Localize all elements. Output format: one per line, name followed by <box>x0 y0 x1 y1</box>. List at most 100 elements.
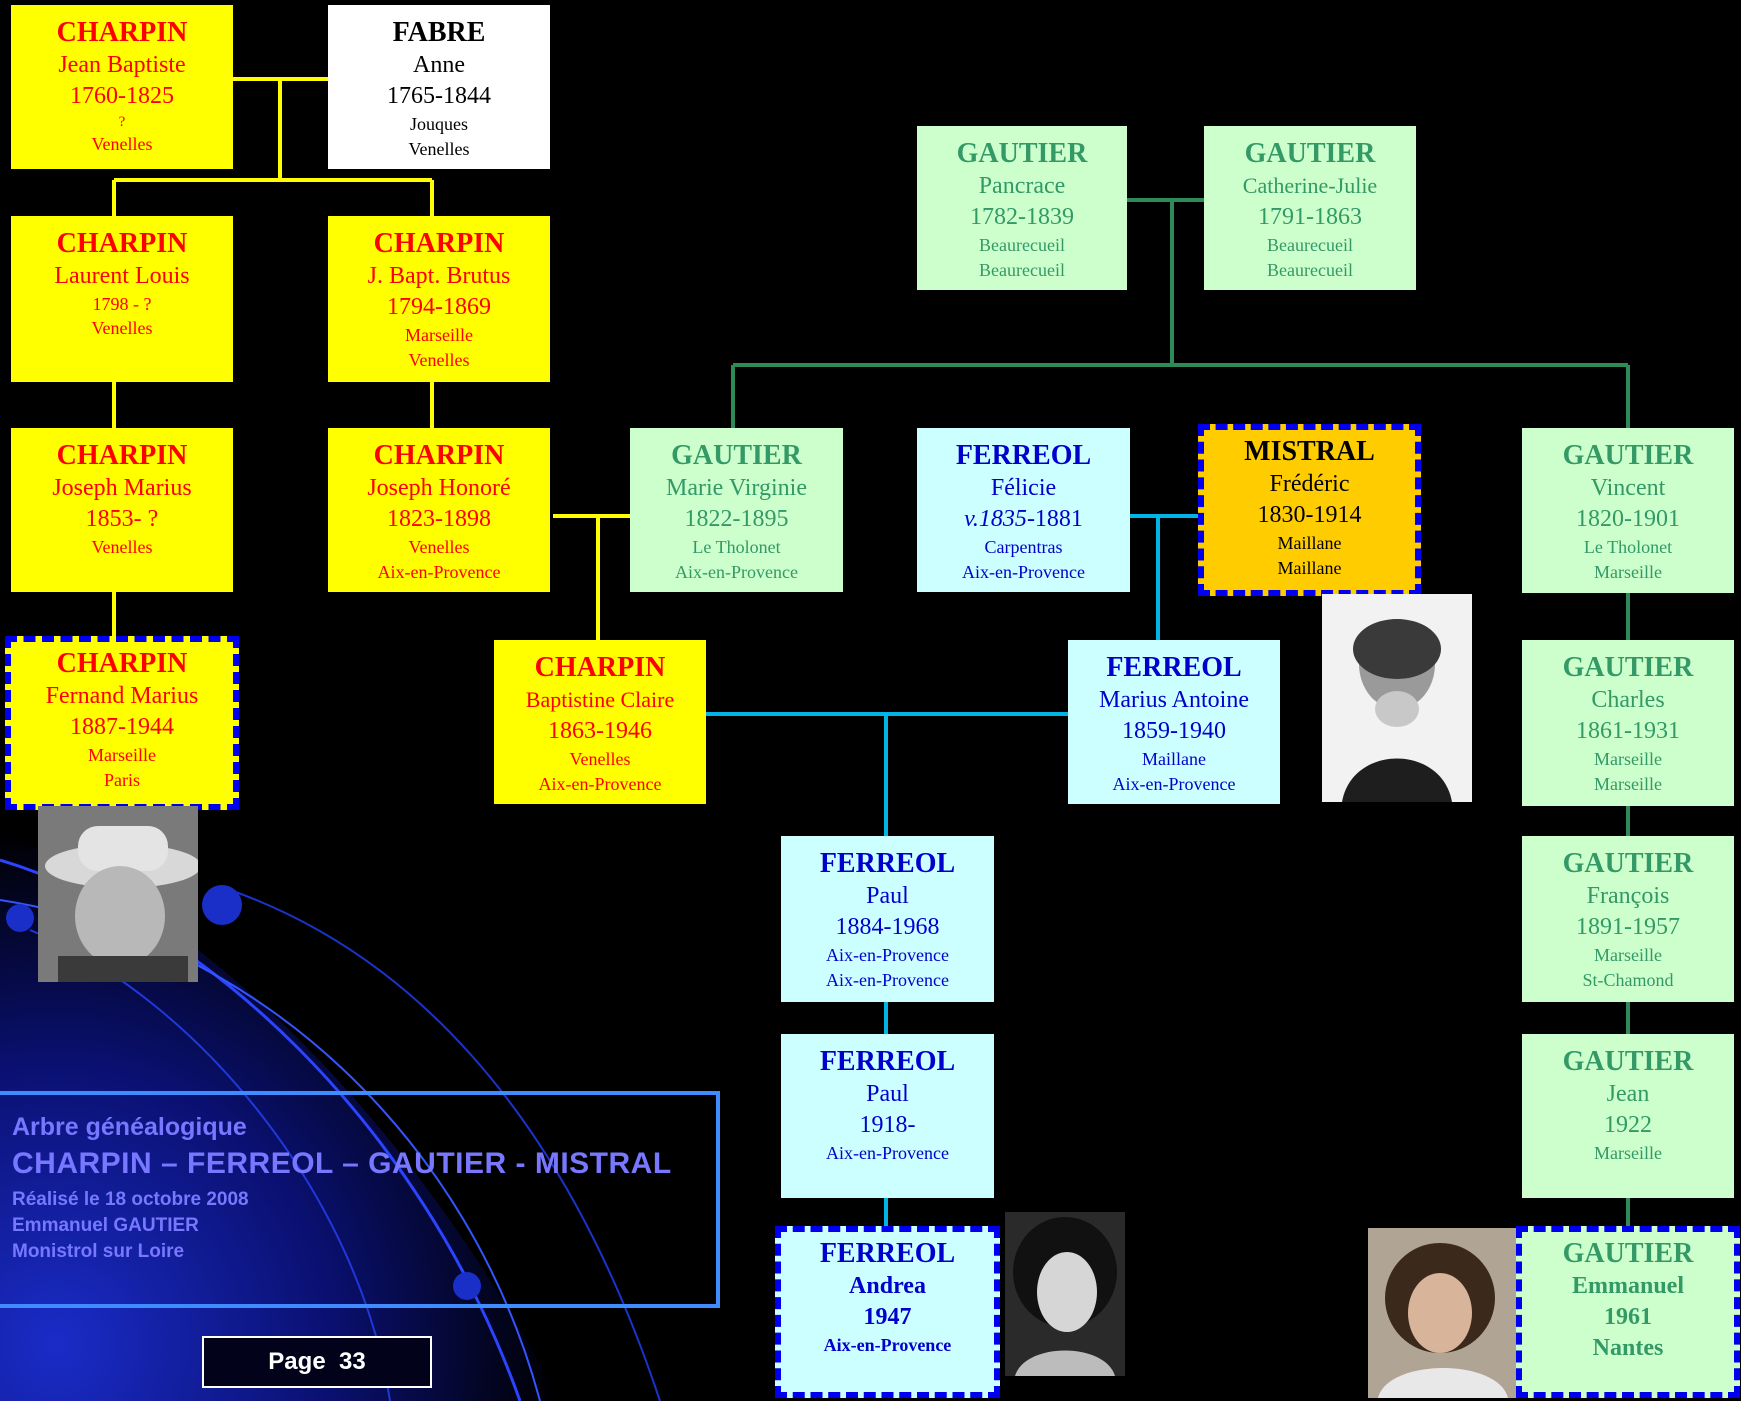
portrait-man-hat-icon <box>38 806 198 982</box>
birth-place: Venelles <box>91 318 153 338</box>
surname: GAUTIER <box>1562 440 1694 471</box>
birth-place: Beaurecueil <box>1267 235 1353 255</box>
portrait-photo-emmanuel-gautier <box>1368 1228 1516 1398</box>
surname: FERREOL <box>819 1238 956 1269</box>
given-name: Pancrace <box>978 173 1066 199</box>
person-card-gautier-marie-virginie: GAUTIER Marie Virginie 1822-1895 Le Thol… <box>630 428 843 592</box>
birth-place: Aix-en-Provence <box>826 1143 949 1163</box>
surname: GAUTIER <box>1562 1046 1694 1077</box>
given-name: Vincent <box>1590 475 1666 501</box>
given-name: Charles <box>1591 687 1665 713</box>
surname: FERREOL <box>819 848 956 879</box>
title-location: Monistrol sur Loire <box>12 1241 185 1262</box>
surname: GAUTIER <box>671 440 802 471</box>
life-dates: 1782-1839 <box>970 204 1074 230</box>
death-place: Aix-en-Provence <box>962 562 1085 582</box>
life-dates: 1822-1895 <box>684 506 789 532</box>
death-place: Paris <box>104 770 140 790</box>
given-name: Marie Virginie <box>666 475 807 501</box>
person-card-ferreol-paul-1918: FERREOL Paul 1918- Aix-en-Provence <box>781 1034 994 1198</box>
birth-place: Le Tholonet <box>692 537 781 557</box>
person-card-charpin-fernand-marius: CHARPIN Fernand Marius 1887-1944 Marseil… <box>5 636 239 810</box>
life-dates: 1760-1825 <box>70 83 174 109</box>
person-card-gautier-catherine-julie: GAUTIER Catherine-Julie 1791-1863 Beaure… <box>1204 126 1416 290</box>
life-dates: 1887-1944 <box>70 714 174 740</box>
given-name: Jean Baptiste <box>58 52 186 78</box>
person-card-ferreol-paul-1884: FERREOL Paul 1884-1968 Aix-en-Provence A… <box>781 836 994 1002</box>
given-name: Félicie <box>990 475 1057 501</box>
person-card-charpin-baptistine-claire: CHARPIN Baptistine Claire 1863-1946 Vene… <box>494 640 706 804</box>
life-dates: 1918- <box>859 1112 916 1138</box>
birth-place: ? <box>118 114 126 130</box>
surname: MISTRAL <box>1244 436 1375 467</box>
portrait-bearded-man-icon <box>1322 594 1472 802</box>
surname: CHARPIN <box>56 440 188 471</box>
person-card-fabre-anne: FABRE Anne 1765-1844 Jouques Venelles <box>328 5 550 169</box>
person-card-ferreol-felicie: FERREOL Félicie v.1835-1881 Carpentras A… <box>917 428 1130 592</box>
title-credits: Réalisé le 18 octobre 2008 Emmanuel GAUT… <box>12 1187 249 1265</box>
given-name: Anne <box>413 52 465 78</box>
death-place: Marseille <box>1594 774 1662 794</box>
person-card-charpin-jean-baptiste: CHARPIN Jean Baptiste 1760-1825 ? Venell… <box>11 5 233 169</box>
person-card-gautier-francois: GAUTIER François 1891-1957 Marseille St-… <box>1522 836 1734 1002</box>
given-name: Baptistine Claire <box>525 687 675 712</box>
life-dates: 1859-1940 <box>1122 718 1226 744</box>
life-dates: 1794-1869 <box>387 294 491 320</box>
title-date: Réalisé le 18 octobre 2008 <box>12 1189 249 1210</box>
surname: GAUTIER <box>1244 138 1376 169</box>
page-number-button[interactable]: Page 33 <box>202 1336 432 1388</box>
death-place: Aix-en-Provence <box>1112 774 1236 794</box>
portrait-man-curly-hair-icon <box>1368 1228 1516 1398</box>
surname: GAUTIER <box>1562 1238 1694 1269</box>
life-dates: 1798 - ? <box>92 294 152 314</box>
given-name: Paul <box>866 883 909 909</box>
life-dates-approx: v.1835 <box>964 506 1027 532</box>
portrait-photo-andrea-ferreol <box>1005 1212 1125 1376</box>
surname: GAUTIER <box>1562 848 1694 879</box>
birth-place: Aix-en-Provence <box>823 1335 952 1355</box>
death-place: St-Chamond <box>1582 970 1674 990</box>
title-block: Arbre généalogique CHARPIN – FERREOL – G… <box>0 1091 720 1308</box>
portrait-photo-fernand-charpin <box>38 806 198 982</box>
title-author: Emmanuel GAUTIER <box>12 1215 199 1236</box>
surname: FERREOL <box>955 440 1092 471</box>
death-place: Aix-en-Provence <box>377 562 501 582</box>
life-dates: 1765-1844 <box>387 83 491 109</box>
given-name: Paul <box>866 1081 909 1107</box>
death-place: Beaurecueil <box>979 260 1065 280</box>
given-name: Jean <box>1606 1081 1650 1107</box>
life-dates: 1830-1914 <box>1257 502 1362 528</box>
life-dates: 1791-1863 <box>1258 204 1362 230</box>
given-name: Andrea <box>849 1273 926 1299</box>
birth-place: Beaurecueil <box>979 235 1065 255</box>
birth-place: Venelles <box>569 749 631 769</box>
portrait-photo-frederic-mistral <box>1322 594 1472 802</box>
given-name: François <box>1586 883 1670 909</box>
birth-place: Jouques <box>410 114 468 134</box>
given-name: Joseph Honoré <box>367 475 511 501</box>
surname: CHARPIN <box>373 228 505 259</box>
surname: CHARPIN <box>56 17 188 48</box>
life-dates-death: -1881 <box>1026 506 1083 532</box>
person-card-charpin-j-bapt-brutus: CHARPIN J. Bapt. Brutus 1794-1869 Marsei… <box>328 216 550 382</box>
death-place: Aix-en-Provence <box>675 562 798 582</box>
death-place: Aix-en-Provence <box>826 970 949 990</box>
person-card-charpin-joseph-honore: CHARPIN Joseph Honoré 1823-1898 Venelles… <box>328 428 550 592</box>
life-dates: 1853- ? <box>85 506 159 532</box>
given-name: Marius Antoine <box>1099 687 1249 713</box>
person-card-gautier-charles: GAUTIER Charles 1861-1931 Marseille Mars… <box>1522 640 1734 806</box>
portrait-woman-icon <box>1005 1212 1125 1376</box>
birth-place: Maillane <box>1142 749 1206 769</box>
birth-place: Maillane <box>1277 533 1342 553</box>
given-name: J. Bapt. Brutus <box>367 263 511 289</box>
person-card-gautier-jean: GAUTIER Jean 1922 Marseille <box>1522 1034 1734 1198</box>
birth-place: Marseille <box>1594 749 1662 769</box>
life-dates: 1922 <box>1604 1112 1652 1138</box>
birth-place: Marseille <box>405 325 473 345</box>
life-dates: 1863-1946 <box>548 718 652 744</box>
birth-place: Venelles <box>408 537 470 557</box>
life-dates: 1947 <box>863 1304 912 1330</box>
death-place: Maillane <box>1277 558 1342 578</box>
person-card-charpin-laurent-louis: CHARPIN Laurent Louis 1798 - ? Venelles <box>11 216 233 382</box>
